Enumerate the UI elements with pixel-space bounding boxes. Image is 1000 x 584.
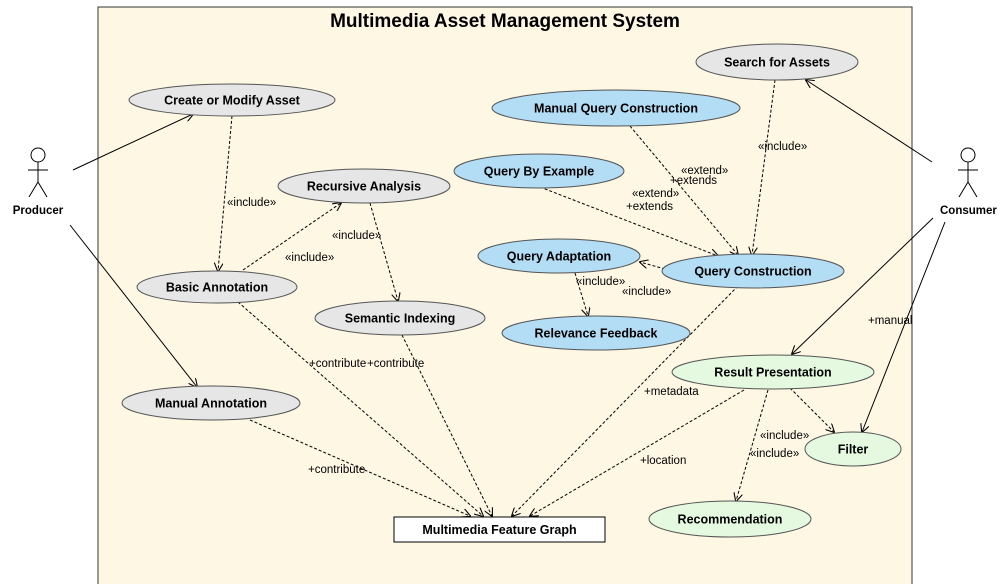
use-case-label: Query By Example — [484, 165, 595, 179]
actor-consumer-label: Consumer — [940, 205, 997, 217]
contribute-basic-graph — [237, 301, 483, 516]
include-query-construction-adaptation — [640, 262, 666, 270]
artifact-multimedia-feature-graph[interactable]: Multimedia Feature Graph — [393, 516, 606, 543]
label-include: «include» — [622, 286, 671, 298]
label-contribute: +contribute — [367, 358, 424, 370]
label-include: «include» — [760, 430, 809, 442]
include-result-recommendation — [736, 389, 769, 501]
use-case-query-construction[interactable]: Query Construction — [661, 253, 845, 289]
use-case-relevance-feedback[interactable]: Relevance Feedback — [501, 315, 691, 351]
use-case-result-presentation[interactable]: Result Presentation — [671, 354, 875, 390]
label-contribute: +contribute — [308, 464, 365, 476]
label-manual: +manual — [868, 315, 912, 327]
include-adaptation-relevance — [574, 272, 588, 316]
use-case-manual-annotation[interactable]: Manual Annotation — [121, 385, 301, 421]
use-case-label: Recursive Analysis — [307, 180, 421, 194]
use-case-label: Create or Modify Asset — [164, 94, 301, 108]
artifact-label: Multimedia Feature Graph — [422, 523, 576, 537]
use-case-label: Filter — [838, 443, 869, 457]
label-include: «include» — [285, 252, 334, 264]
use-case-label: Result Presentation — [714, 366, 831, 380]
stick-figure-icon — [28, 147, 48, 198]
contribute-manual-graph — [249, 419, 470, 516]
use-case-query-adaptation[interactable]: Query Adaptation — [477, 238, 641, 274]
label-extends: +extends — [626, 201, 673, 213]
actor-consumer[interactable]: Consumer — [940, 147, 997, 217]
extend-query-by-example — [539, 186, 718, 256]
use-case-filter[interactable]: Filter — [804, 431, 902, 467]
use-case-search-for-assets[interactable]: Search for Assets — [695, 43, 859, 81]
include-recursive-semantic — [369, 202, 398, 301]
assoc-consumer-search — [806, 80, 933, 163]
stick-figure-icon — [958, 147, 978, 198]
label-include: «include» — [227, 197, 276, 209]
use-case-basic-annotation[interactable]: Basic Annotation — [136, 270, 298, 304]
assoc-consumer-result — [792, 217, 934, 354]
use-case-label: Recommendation — [678, 513, 783, 527]
include-result-filter — [789, 387, 834, 432]
use-case-label: Query Construction — [694, 265, 811, 279]
contribute-semantic-graph — [401, 334, 492, 516]
label-location: +location — [640, 455, 686, 467]
use-case-label: Search for Assets — [724, 56, 830, 70]
use-case-recommendation[interactable]: Recommendation — [648, 500, 812, 538]
system-title: Multimedia Asset Management System — [330, 11, 680, 32]
use-case-label: Query Adaptation — [507, 250, 611, 264]
label-include: «include» — [332, 230, 381, 242]
label-contribute: +contribute — [309, 358, 366, 370]
label-metadata: +metadata — [644, 386, 699, 398]
use-case-label: Manual Annotation — [155, 397, 267, 411]
location-result-graph — [530, 389, 745, 516]
use-case-label: Manual Query Construction — [534, 102, 698, 116]
label-extend: «extend» — [681, 165, 728, 177]
use-case-semantic-indexing[interactable]: Semantic Indexing — [314, 300, 486, 336]
use-case-label: Semantic Indexing — [345, 312, 455, 326]
use-case-create-or-modify-asset[interactable]: Create or Modify Asset — [128, 83, 336, 117]
label-include: «include» — [576, 276, 625, 288]
actor-producer[interactable]: Producer — [13, 147, 64, 217]
metadata-query-construction-graph — [512, 285, 739, 516]
extend-manual-query — [629, 125, 738, 255]
assoc-producer-manual-annotation — [69, 224, 197, 387]
assoc-consumer-filter — [862, 221, 946, 432]
use-case-manual-query-construction[interactable]: Manual Query Construction — [491, 89, 741, 127]
label-include: «include» — [758, 141, 807, 153]
label-include: «include» — [750, 448, 799, 460]
assoc-producer-create — [72, 114, 193, 171]
use-case-label: Basic Annotation — [166, 281, 268, 295]
label-extend: «extend» — [632, 188, 679, 200]
use-case-query-by-example[interactable]: Query By Example — [453, 153, 625, 189]
use-case-recursive-analysis[interactable]: Recursive Analysis — [277, 168, 451, 204]
use-case-label: Relevance Feedback — [535, 327, 658, 341]
actor-producer-label: Producer — [13, 205, 64, 217]
include-search-query-construction — [752, 79, 776, 255]
label-extends: +extends — [670, 175, 717, 187]
include-create-basic — [218, 115, 233, 271]
